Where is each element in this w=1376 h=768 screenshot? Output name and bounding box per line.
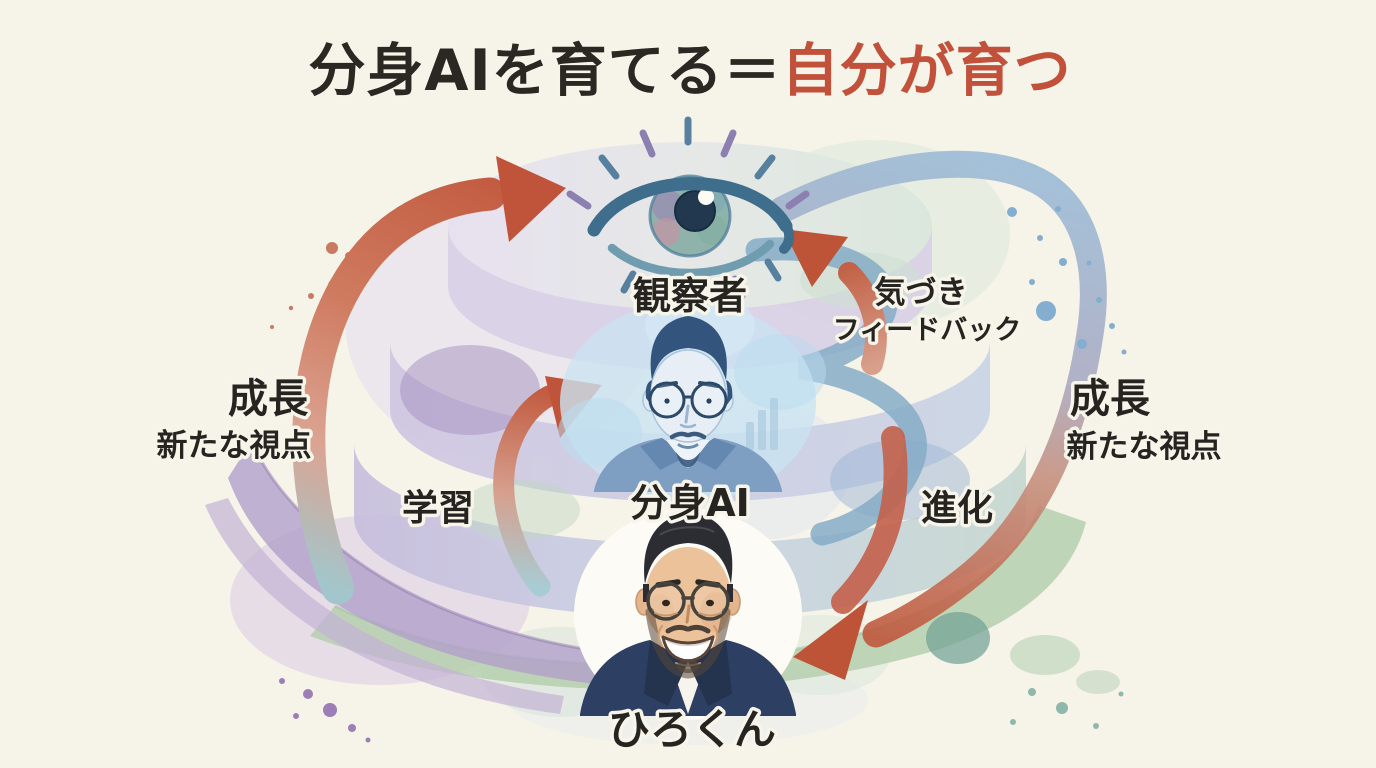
- arrowhead-up-left: [783, 229, 848, 287]
- avatar-ai-portrait: [558, 291, 826, 502]
- learning-label: 学習: [402, 487, 474, 529]
- evolution-label: 進化: [921, 488, 993, 529]
- arrowhead-down-left: [793, 600, 868, 680]
- feedback-label-line1: 気づき: [875, 275, 968, 311]
- hirokun-portrait: [574, 508, 802, 720]
- growth-right-label-line2: 新たな視点: [1067, 429, 1222, 465]
- growth-arrow-left: [292, 156, 566, 605]
- page-title: 分身AIを育てる＝自分が育つ: [308, 38, 1071, 104]
- chart-bars-motif: [746, 398, 778, 450]
- hirokun-label: ひろくん: [608, 705, 776, 754]
- text-layer: 分身AIを育てる＝自分が育つ 観察者 気づき フィードバック 成長 新たな視点 …: [153, 36, 1225, 758]
- evolution-arrow: [793, 426, 908, 680]
- growth-right-label-line1: 成長: [1070, 376, 1151, 422]
- avatar-ai-label: 分身AI: [630, 481, 750, 525]
- eye-icon: [566, 116, 810, 310]
- feedback-label-line2: フィードバック: [833, 315, 1021, 346]
- feedback-arrow: [783, 229, 887, 375]
- growth-left-label-line1: 成長: [228, 376, 309, 422]
- arrowhead-up-right: [496, 156, 566, 242]
- observer-label: 観察者: [633, 274, 747, 318]
- title-black-part: 分身AIを育てる: [308, 38, 723, 104]
- title-equals: ＝: [724, 38, 782, 104]
- right-cycle-band: [768, 150, 1107, 648]
- growth-left-label-line2: 新たな視点: [157, 428, 312, 464]
- title-red-part: 自分が育つ: [782, 38, 1072, 104]
